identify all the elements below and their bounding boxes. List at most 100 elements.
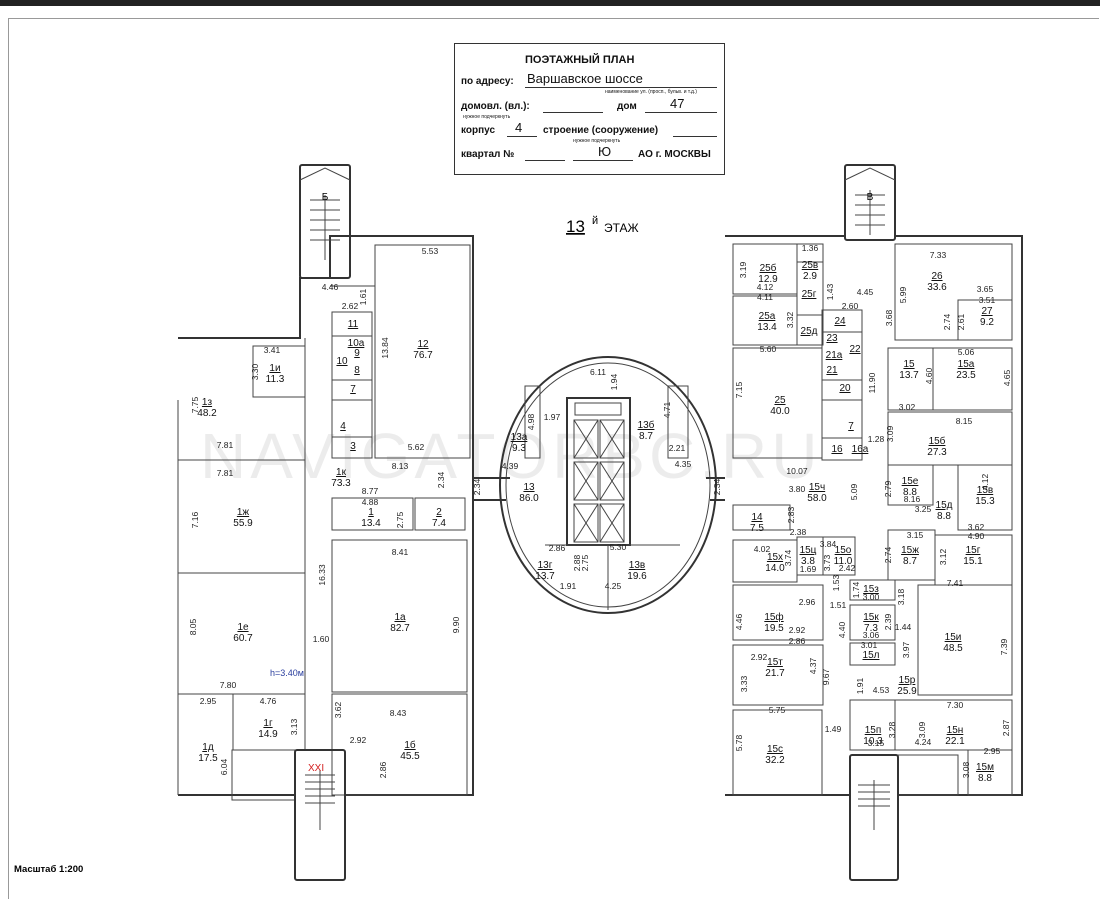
room-label: 9 xyxy=(354,348,360,359)
room-area: 8.8 xyxy=(978,773,992,784)
room-label: 8 xyxy=(354,365,360,376)
dimension-label: 8.05 xyxy=(188,618,198,635)
room-number: 15з xyxy=(863,584,879,595)
dom-label: дом xyxy=(617,101,637,112)
dimension-label: 3.33 xyxy=(739,675,749,692)
dimension-label: 3.68 xyxy=(884,309,894,326)
room-area: 3.8 xyxy=(801,556,815,567)
dimension-label: 1.74 xyxy=(851,581,861,598)
room-area: 13.7 xyxy=(535,571,555,582)
dimension-label: 8.13 xyxy=(392,461,409,471)
room-label: 25г xyxy=(802,289,817,300)
room-area: 12.9 xyxy=(758,274,778,285)
dimension-label: 3.09 xyxy=(885,425,895,442)
dimension-label: 5.53 xyxy=(422,246,439,256)
room-number: 21а xyxy=(826,350,843,361)
room-number: 16 xyxy=(831,444,843,455)
room-area: 2.9 xyxy=(803,271,817,282)
kvartal-label: квартал № xyxy=(461,149,515,160)
dimension-label: 4.76 xyxy=(260,696,277,706)
dimension-label: 7.81 xyxy=(217,440,234,450)
room-number: 13г xyxy=(538,560,553,571)
stair-tower-b xyxy=(299,164,351,279)
dimension-label: 4.71 xyxy=(662,401,672,418)
sheet-frame xyxy=(8,18,1099,899)
stroenie-label: строение (сооружение) xyxy=(543,125,659,136)
room-label: 16а xyxy=(852,444,869,455)
floor-word: ЭТАЖ xyxy=(604,221,639,235)
room-number: 25в xyxy=(802,260,818,271)
room-number: 15ж xyxy=(901,545,919,556)
room-number: 15т xyxy=(767,657,783,668)
dimension-label: 2.95 xyxy=(200,696,217,706)
dimension-label: 2.60 xyxy=(842,301,859,311)
dimension-label: 3.41 xyxy=(264,345,281,355)
room-area: 86.0 xyxy=(519,493,539,504)
room-number: 21 xyxy=(826,365,838,376)
room-area: 58.0 xyxy=(807,493,827,504)
room-number: 7 xyxy=(350,384,356,395)
room-area: 15.3 xyxy=(975,496,995,507)
dimension-label: 4.37 xyxy=(808,657,818,674)
room-number: 10а xyxy=(348,338,365,349)
room-label: 27.4 xyxy=(432,507,446,529)
dimension-label: 7.16 xyxy=(190,511,200,528)
dimension-label: 2.21 xyxy=(669,443,686,453)
room-number: 1а xyxy=(394,612,406,623)
room-number: 23 xyxy=(826,333,838,344)
dimension-label: 2.75 xyxy=(580,554,590,571)
room-number: 8 xyxy=(354,365,360,376)
room-area: 7.4 xyxy=(432,518,446,529)
dimension-label: 4.39 xyxy=(502,461,519,471)
dimension-label: 5.99 xyxy=(898,286,908,303)
dimension-label: 2.34 xyxy=(472,478,482,495)
dimension-label: 11.90 xyxy=(867,372,877,393)
dimension-label: 3.09 xyxy=(917,721,927,738)
room-area: 15.1 xyxy=(963,556,983,567)
room-number: 15л xyxy=(863,650,880,661)
room-number: 26 xyxy=(931,271,943,282)
dimension-label: 9.67 xyxy=(821,668,831,685)
room-number: 15о xyxy=(835,545,852,556)
room-area: 82.7 xyxy=(390,623,410,634)
dimension-label: 2.86 xyxy=(789,636,806,646)
dimension-label: 7.80 xyxy=(220,680,237,690)
dimension-label: 2.75 xyxy=(395,511,405,528)
dimension-label: 4.88 xyxy=(362,497,379,507)
dimension-label: 4.11 xyxy=(757,292,773,302)
dimension-label: 2.62 xyxy=(342,301,359,311)
dimension-label: 9.90 xyxy=(451,616,461,633)
dimension-label: 2.96 xyxy=(799,597,816,607)
dimension-label: 2.34 xyxy=(436,471,446,488)
okrug-suffix: АО г. МОСКВЫ xyxy=(638,149,711,160)
dimension-label: 4.24 xyxy=(915,737,932,747)
room-number: 15к xyxy=(863,612,879,623)
room-area: 19.5 xyxy=(764,623,784,634)
stair-tower-bottom-right xyxy=(849,754,899,881)
room-number: 24 xyxy=(834,316,846,327)
room-area: 7.3 xyxy=(864,623,878,634)
room-number: 1д xyxy=(202,742,214,753)
room-number: 25б xyxy=(760,262,777,274)
room-number: 1е xyxy=(237,622,249,633)
floor-number: 13 xyxy=(566,217,585,236)
dimension-labels: 4.465.532.621.6113.843.413.307.757.817.8… xyxy=(188,243,1012,778)
room-number: 15п xyxy=(865,725,882,736)
dimension-label: 2.92 xyxy=(789,625,806,635)
dimension-label: 2.61 xyxy=(956,313,966,330)
